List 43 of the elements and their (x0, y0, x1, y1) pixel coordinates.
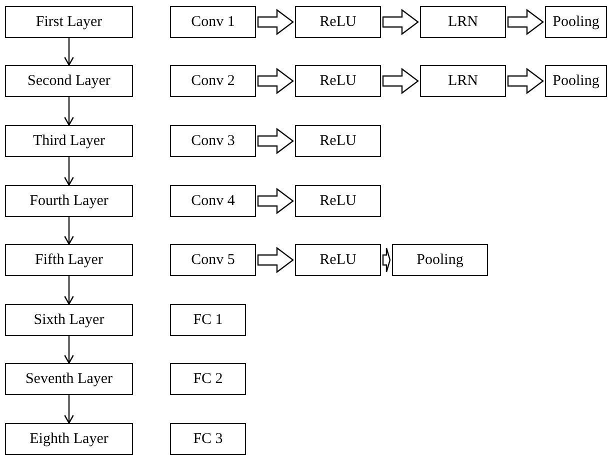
layer-box: FC 2 (170, 363, 246, 395)
arrow (64, 97, 74, 126)
block-arrow (257, 8, 294, 36)
layer-box: Fifth Layer (5, 244, 133, 276)
layer-box: First Layer (5, 6, 133, 38)
layer-box: Third Layer (5, 125, 133, 157)
block-arrow (257, 68, 294, 94)
layer-box: Pooling (545, 65, 607, 97)
layer-box: ReLU (295, 244, 381, 276)
block-arrow (257, 246, 294, 274)
arrow (64, 157, 74, 186)
layer-box: Sixth Layer (5, 304, 133, 336)
layer-box: Seventh Layer (5, 363, 133, 395)
arrow (64, 276, 74, 305)
block-arrow (257, 128, 294, 154)
layer-box: FC 3 (170, 423, 246, 455)
layer-box: ReLU (295, 65, 381, 97)
layer-box: FC 1 (170, 304, 246, 336)
layer-box: ReLU (295, 185, 381, 217)
layer-box: Conv 5 (170, 244, 256, 276)
block-arrow (382, 68, 419, 94)
layer-box: Eighth Layer (5, 423, 133, 455)
layer-box: Conv 1 (170, 6, 256, 38)
layer-box: Second Layer (5, 65, 133, 97)
layer-box: LRN (420, 65, 506, 97)
block-arrow (382, 247, 391, 273)
layer-box: Pooling (392, 244, 488, 276)
block-arrow (507, 68, 544, 94)
arrow (64, 38, 74, 66)
layer-box: Conv 4 (170, 185, 256, 217)
block-arrow (507, 8, 544, 36)
layer-box: Conv 3 (170, 125, 256, 157)
layer-box: Pooling (545, 6, 607, 38)
block-arrow (382, 8, 419, 36)
layer-box: Conv 2 (170, 65, 256, 97)
layer-box: ReLU (295, 6, 381, 38)
layer-box: Fourth Layer (5, 185, 133, 217)
block-arrow (257, 188, 294, 214)
layer-box: LRN (420, 6, 506, 38)
arrow (64, 336, 74, 364)
arrow (64, 395, 74, 424)
layer-box: ReLU (295, 125, 381, 157)
arrow (64, 217, 74, 245)
